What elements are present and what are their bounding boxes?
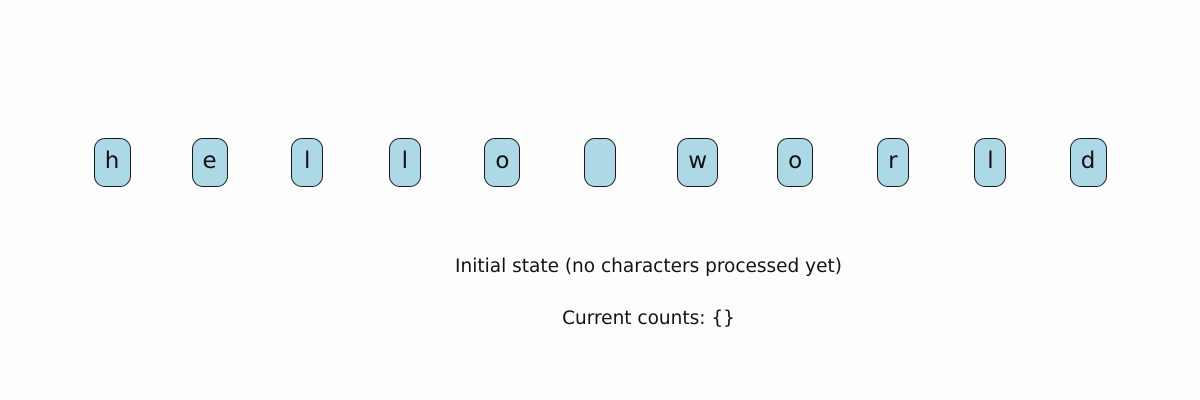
char-tile: o bbox=[777, 138, 814, 187]
status-caption: Initial state (no characters processed y… bbox=[455, 256, 842, 277]
char-tile: e bbox=[191, 138, 228, 187]
char-tile: l bbox=[291, 138, 324, 187]
char-tile: d bbox=[1069, 138, 1107, 187]
char-tile: o bbox=[484, 138, 521, 187]
counts-caption: Current counts: {} bbox=[562, 308, 735, 329]
char-tile: l bbox=[974, 138, 1007, 187]
char-tile: w bbox=[677, 138, 719, 187]
char-tile: h bbox=[93, 138, 131, 187]
char-tile: l bbox=[388, 138, 421, 187]
char-tile: r bbox=[876, 138, 909, 187]
char-tile bbox=[584, 138, 616, 187]
